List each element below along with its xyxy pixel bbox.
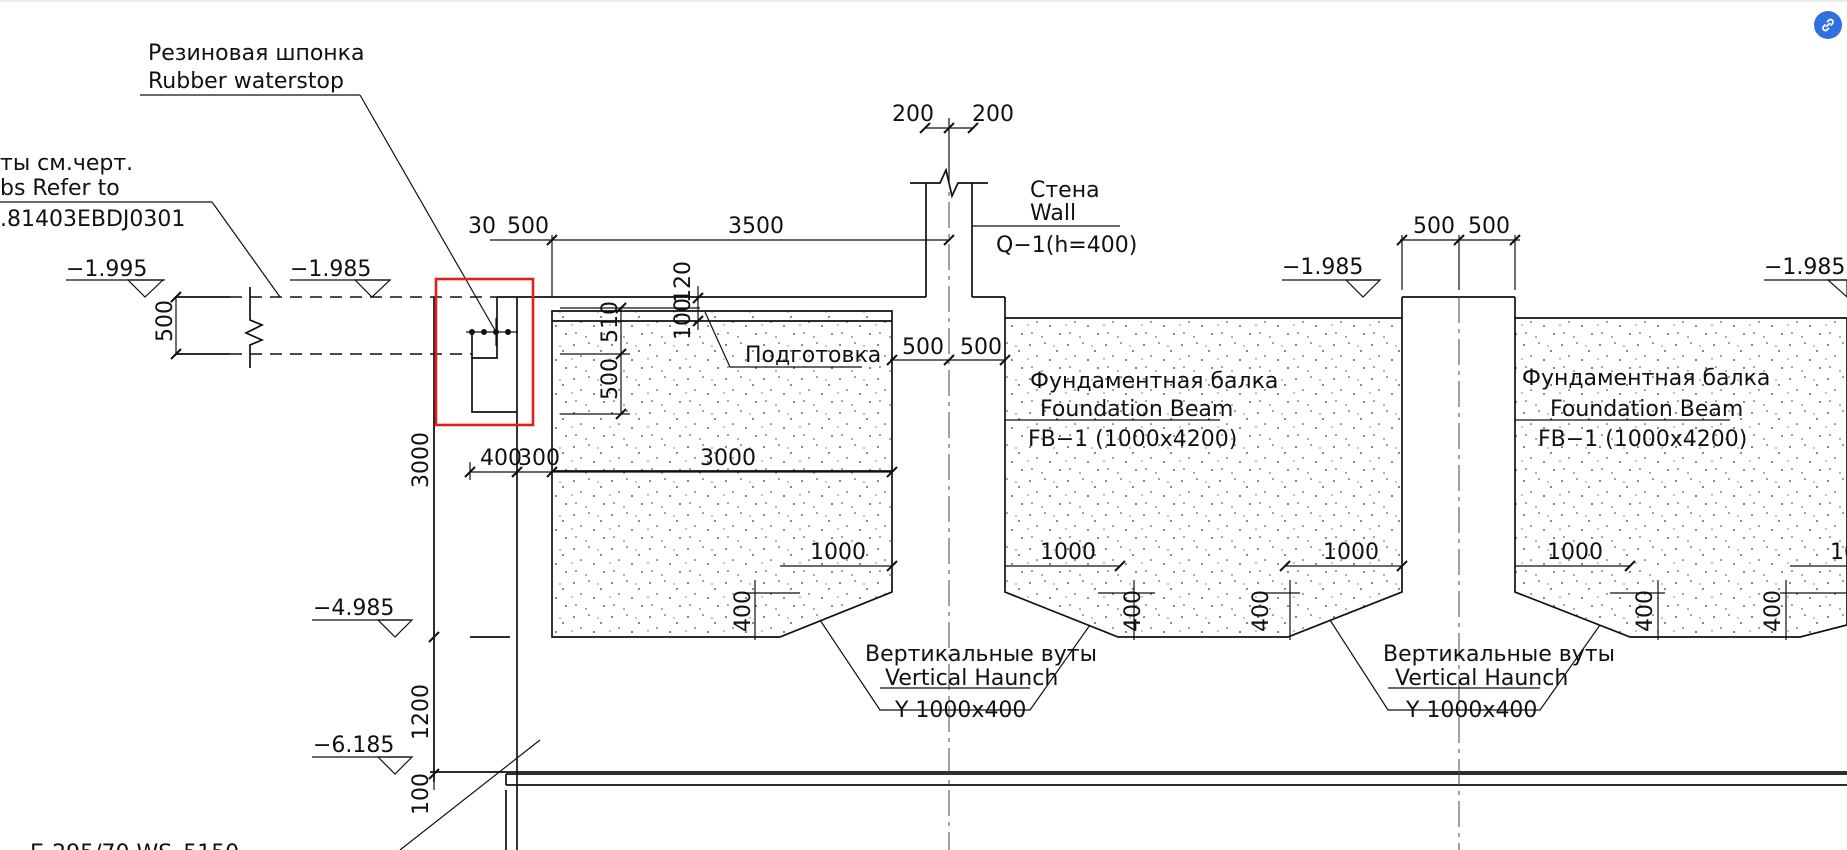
haunch-mark-2: Y 1000x400 [1405,698,1537,723]
level-marker-1995 [66,279,165,298]
dim-30: 30 [468,214,496,239]
dim-3000-h: 3000 [700,446,756,471]
dim-1000-c: 1000 [1323,540,1379,565]
dim-200-left: 200 [892,102,934,127]
link-button[interactable] [1814,11,1842,39]
dim-100-bottom: 100 [409,773,434,815]
ref-note-line2: bs Refer to [0,176,120,201]
ref-note-line3: .81403EBDJ0301 [0,207,185,232]
beam-mark-1: FB−1 (1000x4200) [1028,427,1237,452]
dim-400-a: 400 [731,590,756,632]
level-1985-mid: −1.985 [1282,255,1363,280]
ref-note-line1: ты см.черт. [0,151,133,176]
dim-400: 400 [480,446,522,471]
bottom-note: Б 295/70 WS–5150 [30,841,239,850]
level-marker-1985-right [1764,279,1847,298]
dim-3500: 3500 [728,214,784,239]
level-1985-left: −1.985 [290,257,371,282]
level-4985: −4.985 [313,596,394,621]
haunch-label-ru-1: Вертикальные вуты [865,642,1097,667]
dim-400-e: 400 [1761,590,1786,632]
foundation-beam-2 [1004,317,1403,638]
foundation-beam-3 [1514,317,1847,638]
haunch-label-ru-2: Вертикальные вуты [1383,642,1615,667]
link-icon [1822,18,1834,32]
level-marker-1985-left [290,279,392,298]
haunch-label-en-1: Vertical Haunch [885,666,1058,691]
preparation-label: Подготовка [745,343,881,368]
level-marker-1985-mid [1282,279,1382,298]
dim-200-right: 200 [972,102,1014,127]
waterstop-label-en: Rubber waterstop [148,69,344,94]
dim-120: 120 [671,261,696,303]
haunch-mark-1: Y 1000x400 [894,698,1026,723]
level-6185: −6.185 [313,733,394,758]
dim-3000-v: 3000 [409,432,434,488]
level-1995: −1.995 [66,257,147,282]
top-border [0,0,1847,2]
beam-mark-2: FB−1 (1000x4200) [1538,427,1747,452]
dim-100: 100 [671,298,696,340]
beam-label-ru-1: Фундаментная балка [1030,369,1278,394]
dim-400-b: 400 [1121,590,1146,632]
waterstop-label-ru: Резиновая шпонка [148,41,364,66]
dim-500-left: 500 [153,300,178,342]
foundation-beam-1 [551,310,893,638]
dim-500-a: 500 [1413,214,1455,239]
beam-label-en-1: Foundation Beam [1040,397,1233,422]
highlight-box [434,277,535,427]
dim-500-mid-a: 500 [902,335,944,360]
wall-label-ru: Стена [1030,178,1100,203]
level-marker-4985 [312,619,414,638]
dim-500-b: 500 [1468,214,1510,239]
dim-300: 300 [518,446,560,471]
dim-400-c: 400 [1249,590,1274,632]
beam-label-ru-2: Фундаментная балка [1522,366,1770,391]
level-marker-6185 [312,756,414,775]
dim-1000-b: 1000 [1040,540,1096,565]
wall-label-en: Wall [1030,201,1076,226]
dim-10: 10 [1830,540,1847,565]
dim-1000-d: 1000 [1547,540,1603,565]
wall-mark: Q−1(h=400) [996,233,1137,258]
dim-510: 510 [598,301,623,343]
dim-1200: 1200 [409,684,434,740]
dimension-ticks [170,122,1636,780]
level-1985-right: −1.985 [1764,255,1845,280]
dim-500-mid-b: 500 [960,335,1002,360]
haunch-label-en-2: Vertical Haunch [1395,666,1568,691]
dim-400-d: 400 [1633,590,1658,632]
dim-500-v: 500 [598,358,623,400]
dim-1000-a: 1000 [810,540,866,565]
dim-500-top: 500 [507,214,549,239]
beam-label-en-2: Foundation Beam [1550,397,1743,422]
